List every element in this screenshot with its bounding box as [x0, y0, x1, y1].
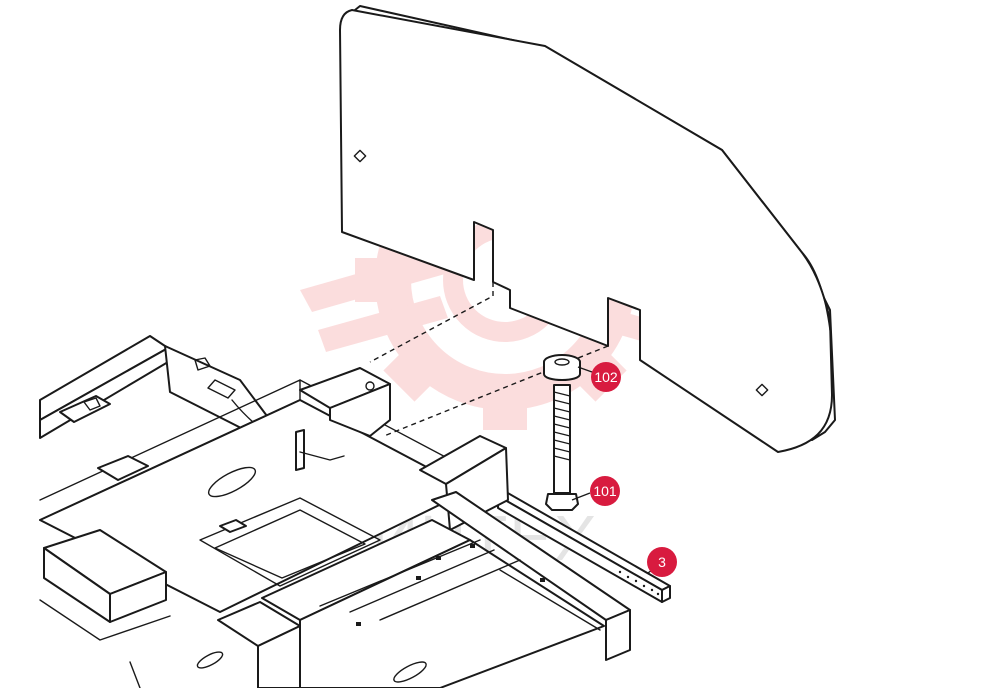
callout-label: 101 — [593, 483, 617, 499]
callout-3[interactable]: 3 — [647, 547, 677, 577]
callout-102[interactable]: 102 — [577, 362, 621, 392]
callout-label: 102 — [594, 369, 618, 385]
lower-frame — [129, 491, 631, 688]
callout-marker — [647, 547, 677, 577]
callout-label: 3 — [658, 554, 666, 570]
callout-marker — [590, 476, 620, 506]
machine-frame — [39, 335, 509, 641]
callout-marker — [591, 362, 621, 392]
callout-101[interactable]: 101 — [571, 476, 620, 506]
bolt — [545, 384, 579, 511]
washer — [543, 354, 581, 381]
counterweight — [339, 5, 836, 453]
